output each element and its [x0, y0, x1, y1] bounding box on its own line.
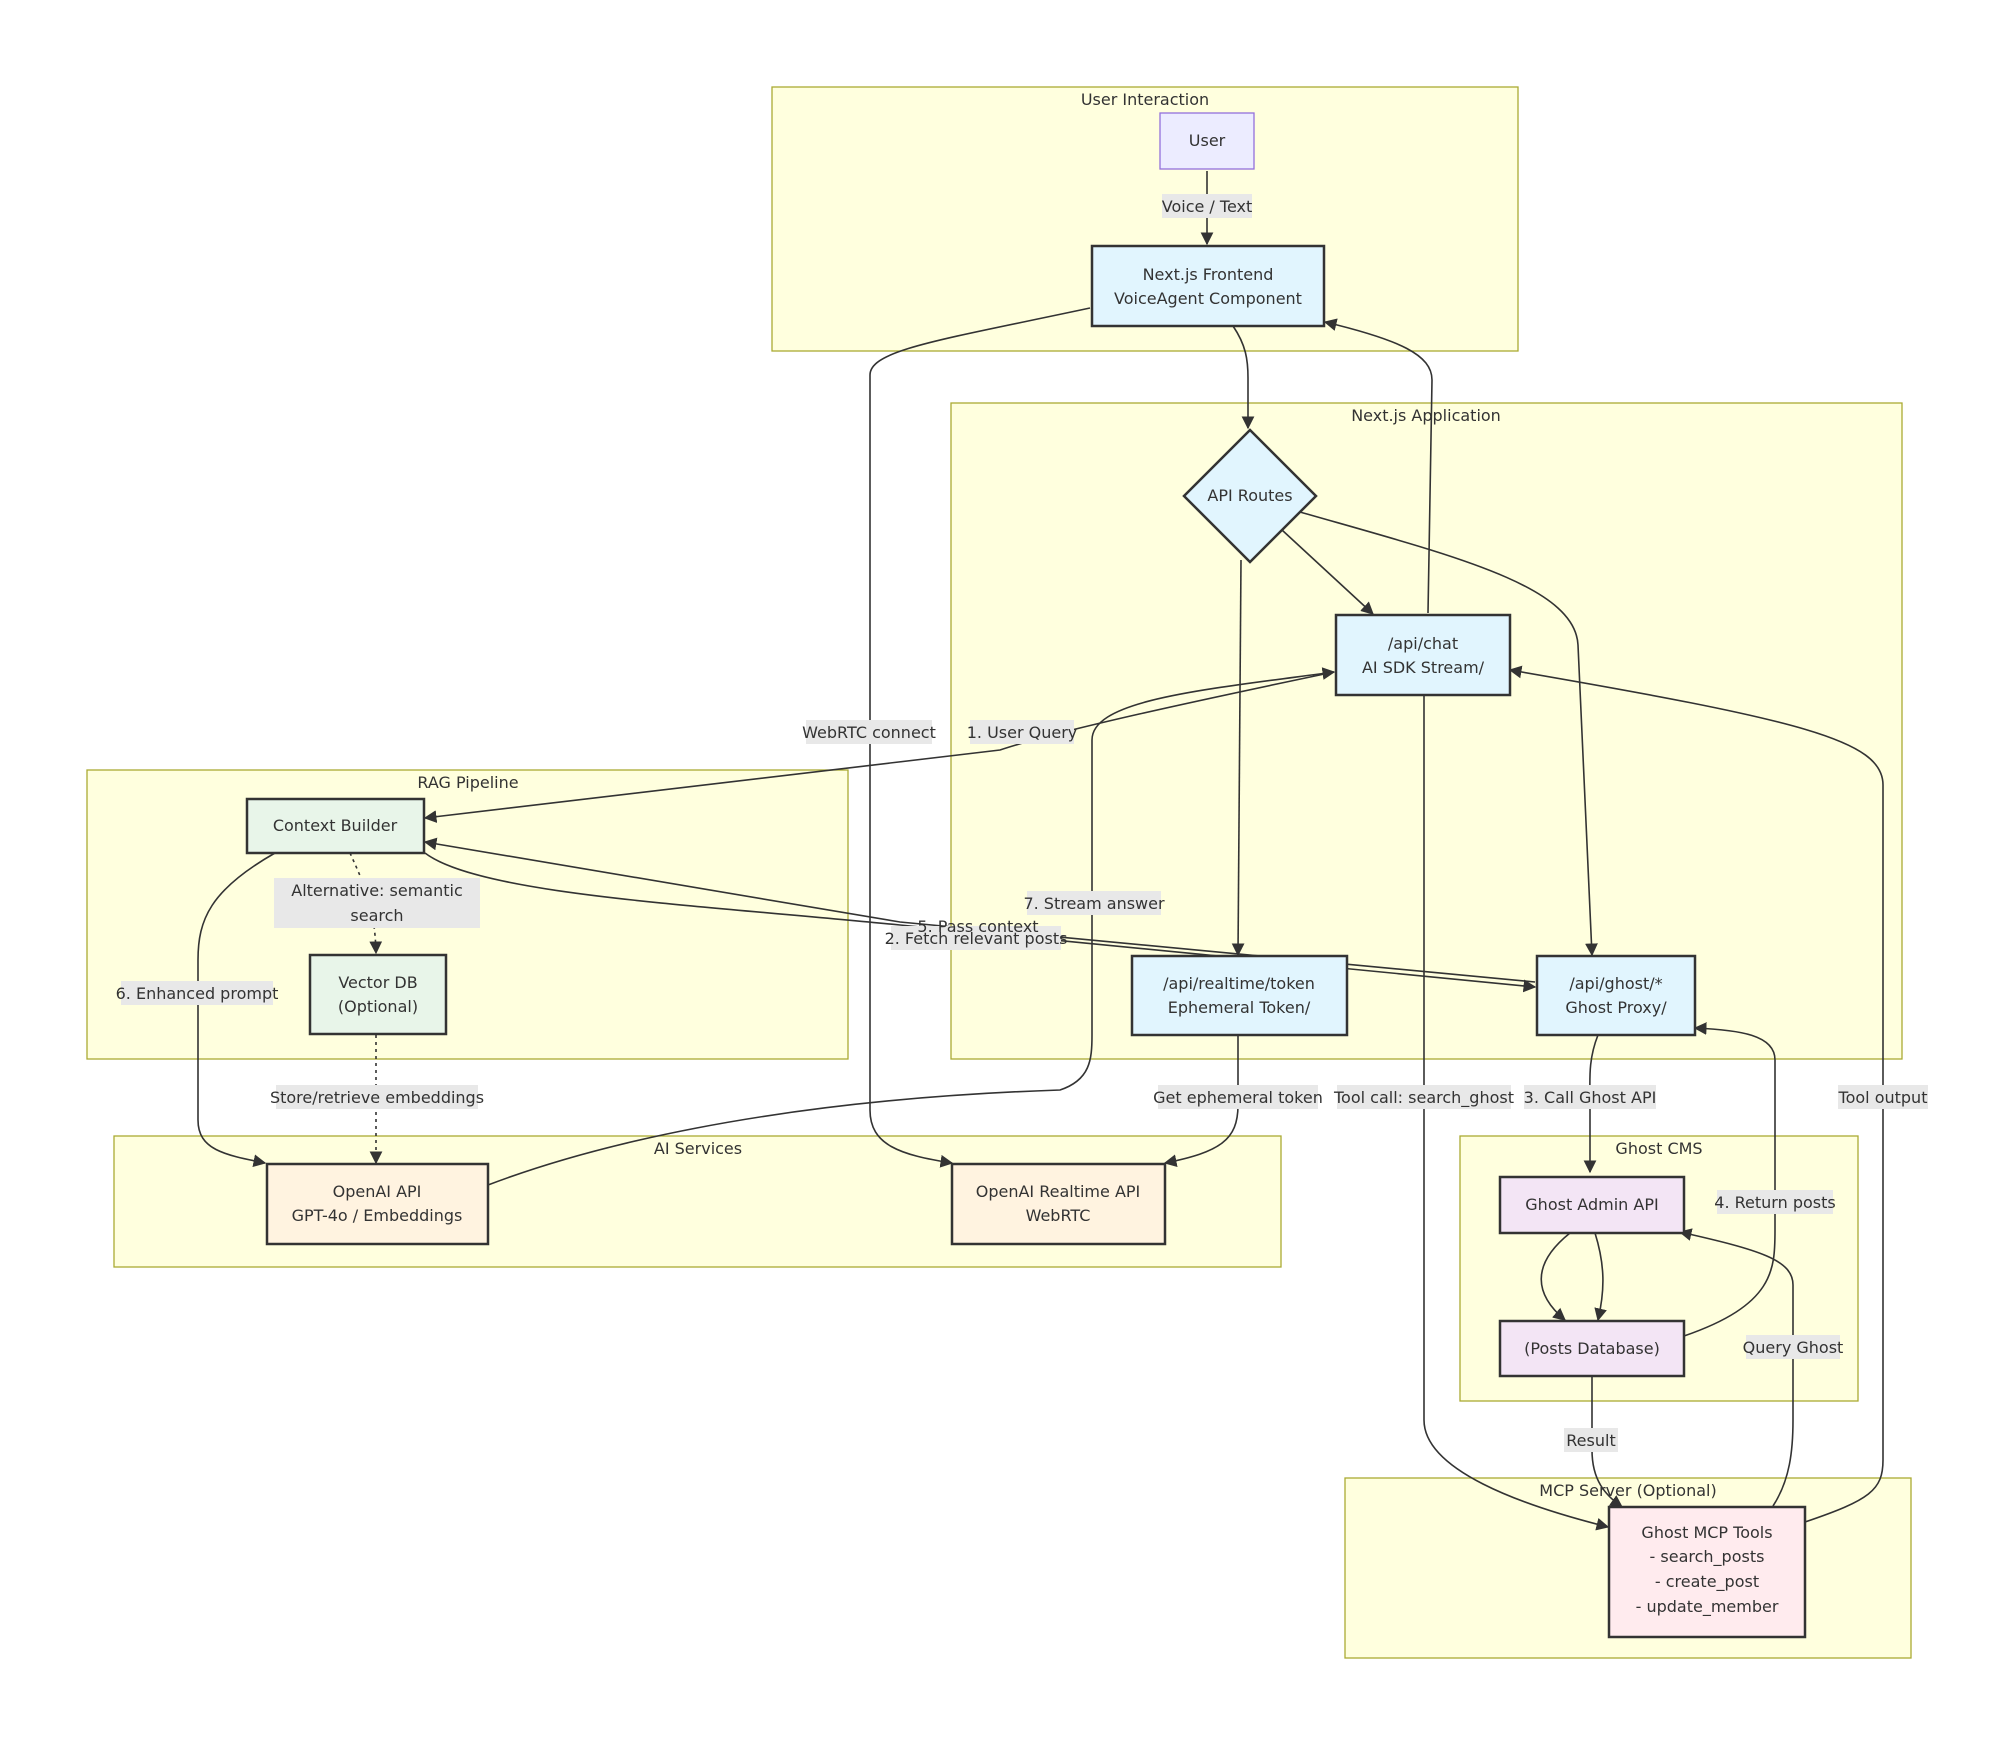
label-store-embeddings: Store/retrieve embeddings [270, 1088, 484, 1107]
edge-mcp-chat [1508, 665, 1884, 1523]
node-ghost-admin-label: Ghost Admin API [1525, 1195, 1658, 1214]
node-api-routes: API Routes [1182, 428, 1318, 564]
node-frontend-line1: Next.js Frontend [1143, 265, 1274, 284]
edge-labels: Voice / Text WebRTC connect 1. User Quer… [116, 194, 1928, 1452]
edge-chat-mcp [1423, 695, 1610, 1531]
node-vector-db-line2: (Optional) [338, 997, 418, 1016]
edge-chat-frontend [1323, 318, 1433, 614]
node-posts-db-label: (Posts Database) [1524, 1339, 1660, 1358]
edge-context-openai [197, 852, 276, 1168]
node-mcp-tools-line4: - update_member [1636, 1597, 1779, 1617]
cluster-title-user-interaction: User Interaction [1081, 90, 1209, 109]
node-mcp-tools-line1: Ghost MCP Tools [1641, 1523, 1772, 1542]
node-frontend: Next.js Frontend VoiceAgent Component [1090, 244, 1326, 328]
node-user-label: User [1189, 131, 1226, 150]
node-api-ghost: /api/ghost/* Ghost Proxy/ [1535, 954, 1697, 1037]
label-enhanced-prompt: 6. Enhanced prompt [116, 984, 279, 1003]
label-call-ghost: 3. Call Ghost API [1524, 1088, 1657, 1107]
node-vector-db-line1: Vector DB [338, 973, 417, 992]
node-openai-realtime-line2: WebRTC [1026, 1206, 1091, 1225]
node-api-chat-line2: AI SDK Stream/ [1362, 658, 1485, 677]
node-api-ghost-line1: /api/ghost/* [1569, 974, 1662, 993]
label-tool-call: Tool call: search_ghost [1333, 1088, 1514, 1108]
node-openai-api-line1: OpenAI API [333, 1182, 422, 1201]
node-mcp-tools: Ghost MCP Tools - search_posts - create_… [1607, 1505, 1807, 1639]
node-api-routes-label: API Routes [1207, 486, 1292, 505]
cluster-title-mcp-server: MCP Server (Optional) [1539, 1481, 1716, 1500]
node-vector-db: Vector DB (Optional) [308, 953, 448, 1036]
cluster-title-ai-services: AI Services [654, 1139, 742, 1158]
label-webrtc-connect: WebRTC connect [802, 723, 936, 742]
node-openai-api-line2: GPT-4o / Embeddings [292, 1206, 463, 1225]
node-api-ghost-line2: Ghost Proxy/ [1565, 998, 1667, 1017]
edge-routes-ghost [1299, 511, 1598, 957]
edge-db-ghost [1683, 1022, 1776, 1337]
node-mcp-tools-line3: - create_post [1655, 1572, 1759, 1592]
node-api-chat: /api/chat AI SDK Stream/ [1334, 613, 1512, 697]
node-openai-realtime: OpenAI Realtime API WebRTC [950, 1162, 1167, 1246]
edge-openai-chat [487, 667, 1336, 1186]
label-pass-context: 5. Pass context [917, 917, 1038, 936]
label-result: Result [1566, 1431, 1615, 1450]
label-alt-semantic-1: Alternative: semantic [291, 881, 462, 900]
label-fetch-posts: 2. Fetch relevant posts [885, 929, 1068, 948]
node-openai-realtime-line1: OpenAI Realtime API [976, 1182, 1141, 1201]
edge-admin-db-1 [1540, 1232, 1571, 1321]
node-context-builder: Context Builder [245, 797, 426, 855]
node-mcp-tools-line2: - search_posts [1650, 1547, 1765, 1567]
node-ghost-admin: Ghost Admin API [1498, 1175, 1686, 1235]
node-posts-db: (Posts Database) [1498, 1319, 1686, 1378]
label-tool-output: Tool output [1838, 1088, 1928, 1107]
label-alt-semantic-2: search [350, 906, 403, 925]
node-context-builder-label: Context Builder [273, 816, 398, 835]
label-return-posts: 4. Return posts [1714, 1193, 1835, 1212]
edge-admin-db-2 [1594, 1232, 1607, 1322]
node-api-chat-line1: /api/chat [1388, 634, 1458, 653]
edge-frontend-api-routes [1232, 325, 1255, 430]
edge-mcp-admin [1678, 1228, 1794, 1507]
edge-frontend-realtime [869, 307, 1091, 1168]
edge-routes-chat [1281, 529, 1374, 615]
cluster-nextjs-application: Next.js Application [950, 402, 1903, 1060]
label-stream-answer: 7. Stream answer [1023, 894, 1165, 913]
cluster-title-ghost-cms: Ghost CMS [1615, 1139, 1702, 1158]
edge-context-ghost [424, 852, 1537, 993]
edge-routes-realtime [1231, 559, 1245, 957]
node-api-realtime: /api/realtime/token Ephemeral Token/ [1130, 954, 1349, 1037]
cluster-title-nextjs-application: Next.js Application [1351, 406, 1501, 425]
label-user-query: 1. User Query [967, 723, 1078, 742]
node-frontend-line2: VoiceAgent Component [1114, 289, 1302, 308]
label-query-ghost: Query Ghost [1743, 1338, 1844, 1357]
cluster-title-rag-pipeline: RAG Pipeline [417, 773, 518, 792]
label-get-token: Get ephemeral token [1153, 1088, 1323, 1107]
node-openai-api: OpenAI API GPT-4o / Embeddings [265, 1162, 490, 1246]
edge-chat-context [423, 671, 1335, 824]
edge-context-vectordb [349, 852, 383, 955]
node-api-realtime-line2: Ephemeral Token/ [1168, 998, 1311, 1017]
label-voice-text: Voice / Text [1162, 197, 1253, 216]
node-api-realtime-line1: /api/realtime/token [1163, 974, 1315, 993]
node-user: User [1159, 112, 1255, 170]
